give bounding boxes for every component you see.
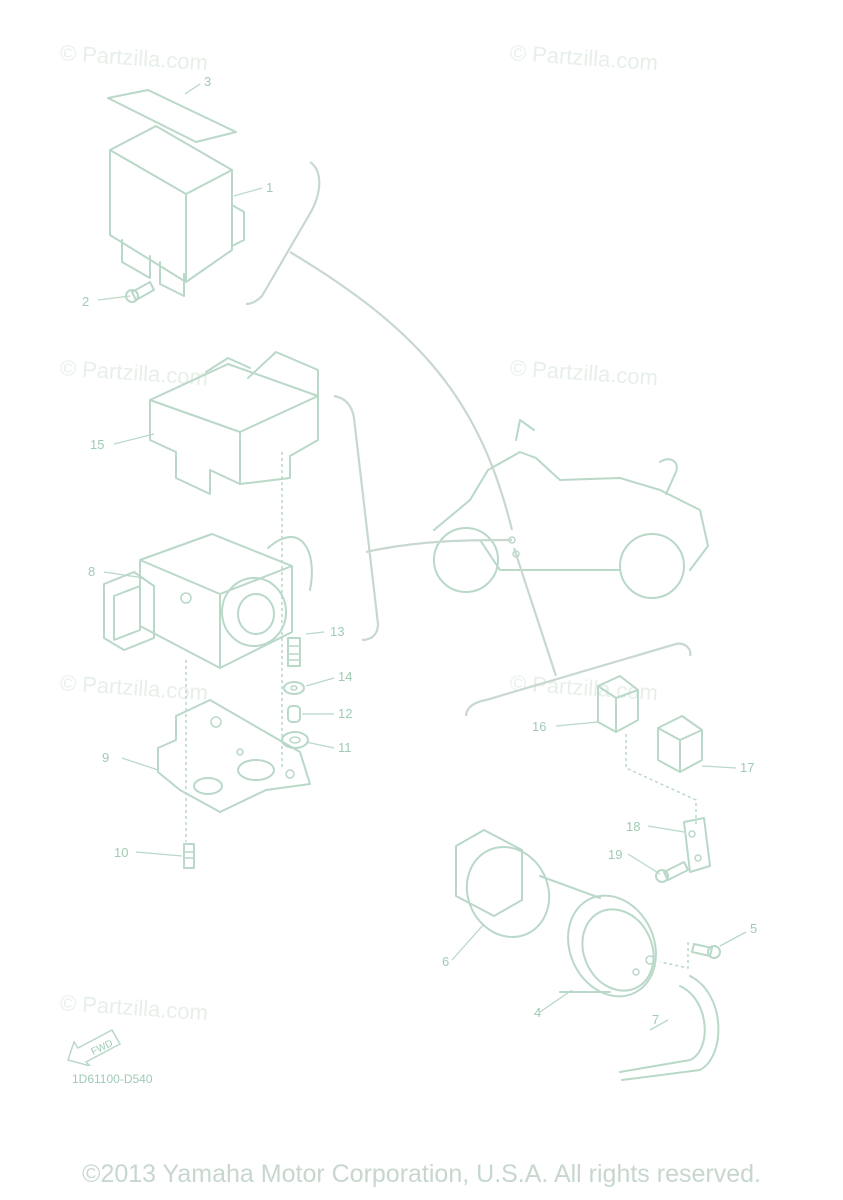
- part-19-screw: [655, 861, 689, 883]
- part-2-screw: [125, 281, 155, 303]
- part-18-bracket: [683, 817, 711, 873]
- part-8-hydraulic-unit: [103, 533, 313, 669]
- part-7-hose: [619, 975, 720, 1081]
- callout-18: 18: [626, 819, 641, 834]
- bracket-middle: [333, 394, 380, 642]
- callout-12: 12: [338, 706, 353, 721]
- part-6-rubber: [455, 829, 551, 938]
- callout-11: 11: [338, 740, 352, 755]
- callout-16: 16: [532, 719, 547, 734]
- callout-14: 14: [338, 669, 353, 684]
- part-16-relay: [597, 675, 639, 733]
- callout-13: 13: [330, 624, 345, 639]
- callout-10: 10: [114, 845, 129, 860]
- part-5-screw: [659, 942, 721, 969]
- bracket-upper: [245, 161, 321, 306]
- part-14-washer: [283, 681, 305, 695]
- part-1-control-unit: [109, 125, 245, 297]
- forward-arrow-icon: FWD: [62, 1022, 126, 1071]
- callout-3: 3: [204, 74, 212, 89]
- part-3-pad: [107, 89, 237, 143]
- callout-8: 8: [88, 564, 96, 579]
- callout-19: 19: [608, 847, 623, 862]
- fwd-label: FWD: [90, 1038, 115, 1058]
- callout-15: 15: [90, 437, 105, 452]
- part-9-bracket: [157, 699, 311, 813]
- callout-17: 17: [740, 760, 755, 775]
- callout-6: 6: [442, 954, 450, 969]
- part-10-bolt: [183, 843, 195, 869]
- part-17-relay: [657, 715, 703, 773]
- callout-7: 7: [652, 1012, 660, 1027]
- part-11-grommet: [281, 731, 309, 749]
- diagram-code: 1D61100-D540: [72, 1072, 153, 1086]
- bracket-lower: [464, 642, 692, 717]
- callout-5: 5: [750, 921, 758, 936]
- part-12-collar: [287, 705, 301, 723]
- motorcycle-silhouette: [433, 419, 709, 599]
- copyright-notice: ©2013 Yamaha Motor Corporation, U.S.A. A…: [82, 1160, 761, 1188]
- part-15-cover: [149, 351, 319, 495]
- callout-2: 2: [82, 294, 90, 309]
- callout-1: 1: [266, 180, 274, 195]
- part-4-motor: [539, 875, 657, 998]
- callout-4: 4: [534, 1005, 542, 1020]
- part-13-bolt: [287, 637, 301, 667]
- callout-9: 9: [102, 750, 110, 765]
